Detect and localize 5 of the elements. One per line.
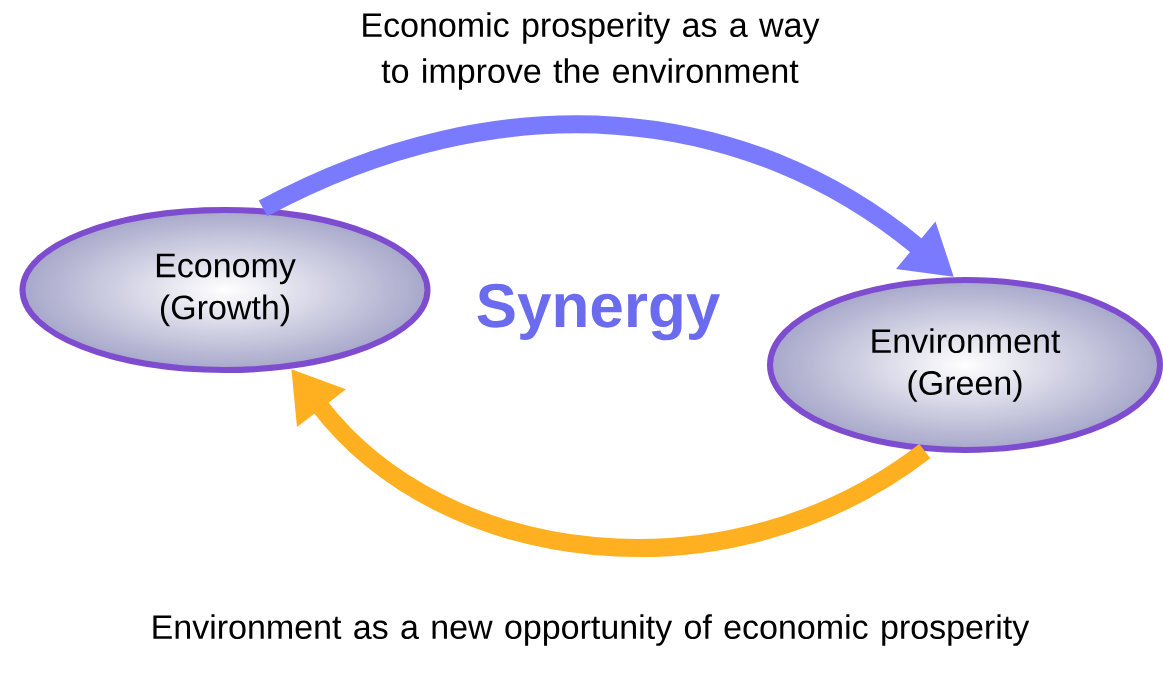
ellipse-node: Environment (Green) — [767, 277, 1163, 453]
edge-label: Environment as a new opportunity of economic prosperity — [153, 614, 1030, 646]
center-label: Synergy — [477, 283, 720, 341]
edge-label: Economic prosperity as a way to improve the environment — [363, 12, 820, 90]
ellipse-node: Economy (Growth) — [19, 207, 431, 373]
